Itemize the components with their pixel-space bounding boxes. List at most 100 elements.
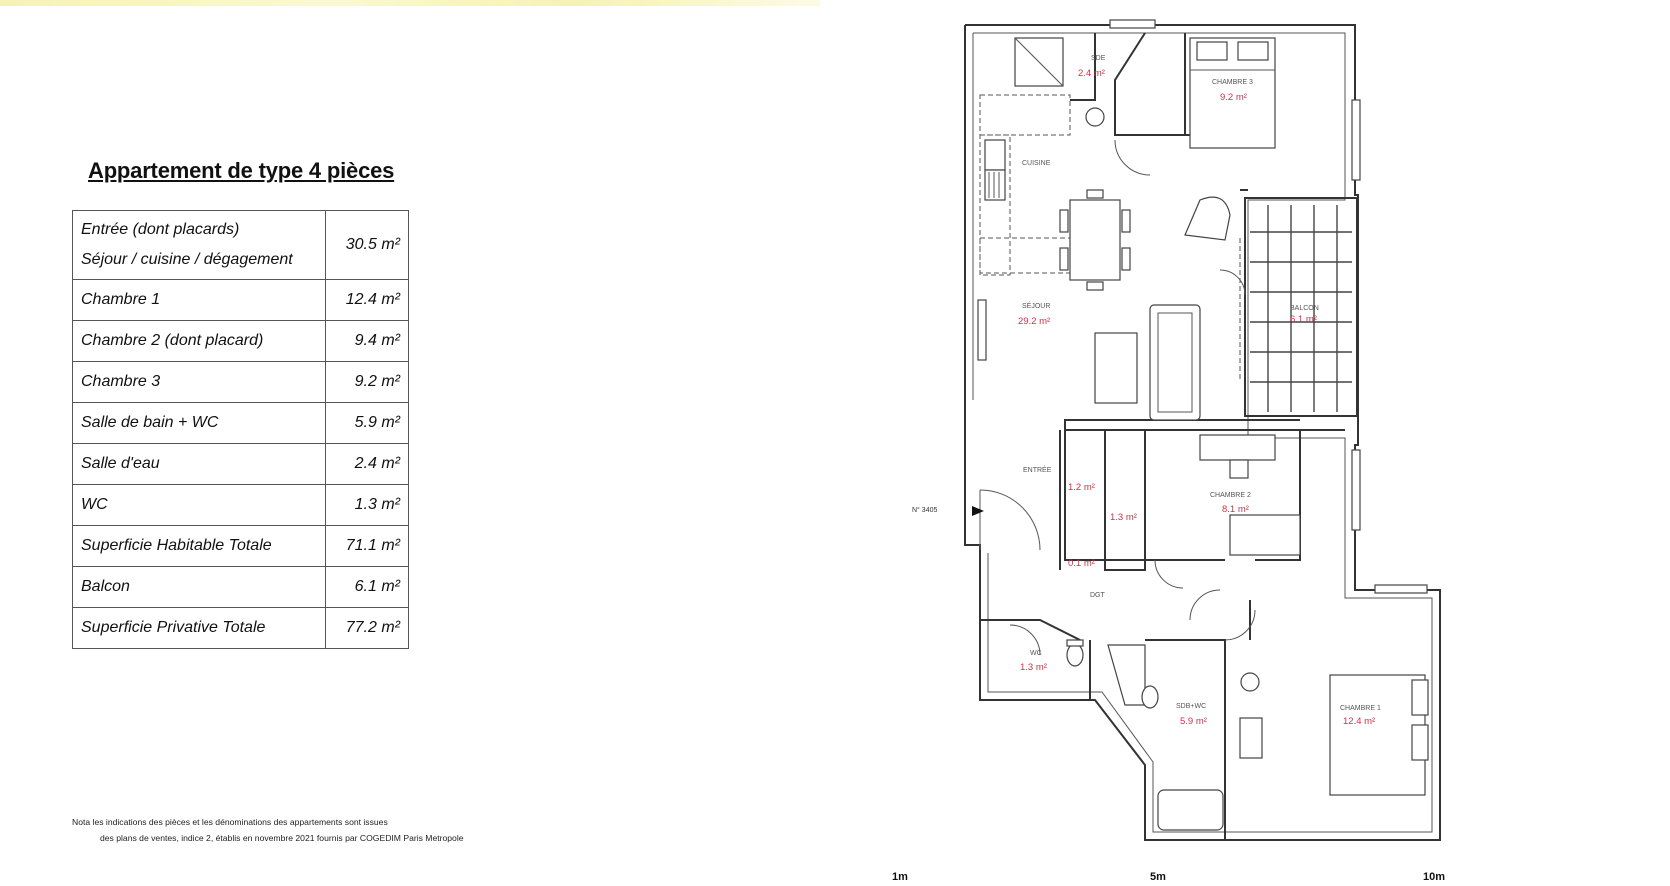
scale-label-5m: 5m — [1150, 871, 1166, 883]
pillow — [1411, 724, 1429, 761]
table-row-label: Superficie Habitable Totale — [72, 525, 326, 567]
table-row-label-line: Séjour / cuisine / dégagement — [81, 251, 293, 268]
table-row-value: 30.5 m² — [325, 210, 409, 280]
pillow — [1411, 679, 1429, 716]
washbasin — [1085, 107, 1105, 127]
table-row-value: 71.1 m² — [325, 525, 409, 567]
toilet — [1066, 643, 1084, 667]
outer-wall — [964, 24, 1441, 841]
kitchen-upper-units — [979, 94, 1071, 136]
kitchen-counter — [979, 134, 1011, 276]
table-row-value: 6.1 m² — [325, 566, 409, 608]
table-row-value: 12.4 m² — [325, 279, 409, 321]
room-area-wc: 1.3 m² — [1020, 662, 1047, 673]
desk — [1199, 434, 1276, 461]
header-highlight-band — [0, 0, 820, 6]
table-row: Chambre 3 9.2 m² — [72, 361, 409, 403]
table-row-label: Chambre 3 — [72, 361, 326, 403]
table-row-label: Superficie Privative Totale — [72, 607, 326, 649]
table-row: Entrée (dont placards) Séjour / cuisine … — [72, 210, 409, 280]
table-row-label: Salle d'eau — [72, 443, 326, 485]
pillow — [1196, 41, 1228, 61]
interior-walls — [980, 32, 1345, 840]
closet-area-2: 1.3 m² — [1110, 512, 1137, 523]
dining-table — [1069, 199, 1121, 281]
washbasin — [1240, 672, 1260, 692]
room-name-cuisine: CUISINE — [1022, 160, 1051, 167]
room-area-sejour: 29.2 m² — [1018, 316, 1050, 327]
page-title: Appartement de type 4 pièces — [88, 158, 395, 183]
table-row-value: 9.4 m² — [325, 320, 409, 362]
chair — [1086, 281, 1104, 291]
sofa-cushion — [1157, 312, 1193, 413]
room-area-sdb: 5.9 m² — [1180, 716, 1207, 727]
balcony-outline — [1244, 197, 1358, 417]
footnote-line-2: des plans de ventes, indice 2, établis e… — [100, 833, 464, 843]
closet-area-3: 0.1 m² — [1068, 558, 1095, 569]
table-row-label-line: Entrée (dont placards) — [81, 221, 240, 238]
scale-label-10m: 10m — [1423, 871, 1445, 883]
toilet-tank — [1066, 639, 1084, 647]
room-name-sdb: SDB+WC — [1176, 703, 1206, 710]
table-row-value: 77.2 m² — [325, 607, 409, 649]
table-row: WC 1.3 m² — [72, 484, 409, 526]
window-markers — [977, 19, 1428, 594]
table-row-label: WC — [72, 484, 326, 526]
room-area-chambre3: 9.2 m² — [1220, 92, 1247, 103]
toilet — [1141, 685, 1159, 709]
closet — [1104, 429, 1146, 571]
shower-corner — [1107, 644, 1146, 706]
room-name-chambre2: CHAMBRE 2 — [1210, 492, 1251, 499]
bathtub — [1157, 789, 1224, 831]
room-name-balcon: BALCON — [1290, 305, 1319, 312]
room-name-chambre1: CHAMBRE 1 — [1340, 705, 1381, 712]
stove-fixture — [984, 169, 1006, 201]
closet — [1064, 429, 1106, 561]
room-name-wc: WC — [1030, 650, 1042, 657]
table-row-label: Salle de bain + WC — [72, 402, 326, 444]
room-name-sde: SDE — [1091, 55, 1106, 62]
table-row-label: Chambre 2 (dont placard) — [72, 320, 326, 362]
kitchen-island-outline — [979, 237, 1081, 274]
table-row: Salle d'eau 2.4 m² — [72, 443, 409, 485]
chair — [1059, 209, 1069, 233]
table-row-label: Balcon — [72, 566, 326, 608]
coffee-table — [1094, 332, 1138, 404]
entrance-number: N° 3405 — [912, 506, 937, 514]
areas-table: Entrée (dont placards) Séjour / cuisine … — [72, 210, 409, 649]
table-row-label: Entrée (dont placards) Séjour / cuisine … — [72, 210, 326, 280]
room-area-sde: 2.4 m² — [1078, 68, 1105, 79]
table-row: Salle de bain + WC 5.9 m² — [72, 402, 409, 444]
door-swings — [979, 139, 1256, 656]
room-name-chambre3: CHAMBRE 3 — [1212, 79, 1253, 86]
table-row: Superficie Habitable Totale 71.1 m² — [72, 525, 409, 567]
balcony-grid — [1250, 205, 1352, 412]
table-row: Superficie Privative Totale 77.2 m² — [72, 607, 409, 649]
chair — [1059, 247, 1069, 271]
table-row-value: 9.2 m² — [325, 361, 409, 403]
bed — [1329, 674, 1426, 796]
sink-fixture — [984, 139, 1006, 171]
room-name-sejour: SÉJOUR — [1022, 301, 1050, 310]
sofa — [1149, 304, 1201, 421]
outer-wall-inner — [973, 32, 1433, 833]
footnote-line-1: Nota les indications des pièces et les d… — [72, 817, 388, 827]
room-name-dgt: DGT — [1090, 592, 1106, 599]
table-row: Balcon 6.1 m² — [72, 566, 409, 608]
scale-label-1m: 1m — [892, 871, 908, 883]
table-row-value: 2.4 m² — [325, 443, 409, 485]
footnote: Nota les indications des pièces et les d… — [72, 814, 464, 846]
chair — [1086, 189, 1104, 199]
vanity — [1239, 717, 1263, 759]
room-area-chambre1: 12.4 m² — [1343, 716, 1375, 727]
table-row-value: 1.3 m² — [325, 484, 409, 526]
armchair — [1184, 196, 1231, 241]
chair — [1121, 209, 1131, 233]
table-row: Chambre 1 12.4 m² — [72, 279, 409, 321]
desk-chair — [1229, 459, 1249, 479]
room-name-entree: ENTRÉE — [1023, 465, 1052, 474]
chair — [1121, 247, 1131, 271]
room-area-balcon: 6.1 m² — [1290, 314, 1317, 325]
entrance-arrow-icon — [972, 506, 984, 516]
